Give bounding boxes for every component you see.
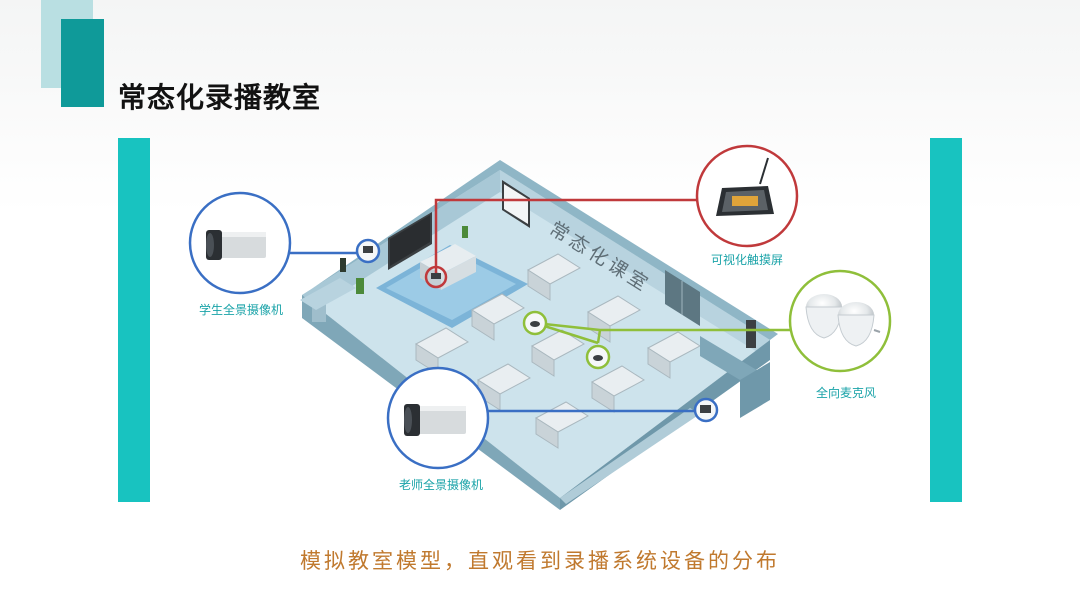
desk — [471, 293, 525, 341]
right-accent-bar — [930, 138, 962, 502]
podium-area — [300, 180, 700, 328]
touch-screen-connector — [434, 198, 698, 274]
desk — [535, 401, 589, 449]
touch-screen-callout — [695, 144, 799, 248]
desk — [587, 295, 641, 343]
device-markers — [355, 238, 719, 423]
right-wall-top — [500, 160, 778, 340]
right-wall — [500, 170, 770, 360]
desk — [477, 363, 531, 411]
page-caption: 模拟教室模型，直观看到录播系统设备的分布 — [300, 549, 780, 573]
microphone-label: 全向麦克风 — [815, 386, 877, 400]
desk — [531, 329, 585, 377]
microphone-callout — [788, 269, 892, 373]
student-desks — [415, 253, 701, 449]
corner-decoration-dark — [61, 19, 104, 107]
page-title: 常态化录播教室 — [118, 81, 322, 114]
microphone-icon — [805, 294, 881, 347]
camera-icon — [404, 404, 466, 436]
student-camera-callout — [188, 191, 292, 295]
desk — [415, 327, 469, 375]
student-camera-label: 学生全景摄像机 — [198, 303, 284, 317]
teacher-camera-label: 老师全景摄像机 — [398, 478, 484, 492]
touch-screen-marker — [424, 265, 448, 289]
touch-panel-icon — [716, 157, 774, 216]
left-accent-bar — [118, 138, 150, 502]
camera-icon — [206, 230, 266, 260]
desk — [527, 253, 581, 301]
connector-lines — [290, 198, 790, 413]
teacher-camera-callout — [386, 366, 490, 470]
right-wall-fixtures — [700, 320, 770, 418]
touch-screen-label: 可视化触摸屏 — [710, 253, 784, 267]
